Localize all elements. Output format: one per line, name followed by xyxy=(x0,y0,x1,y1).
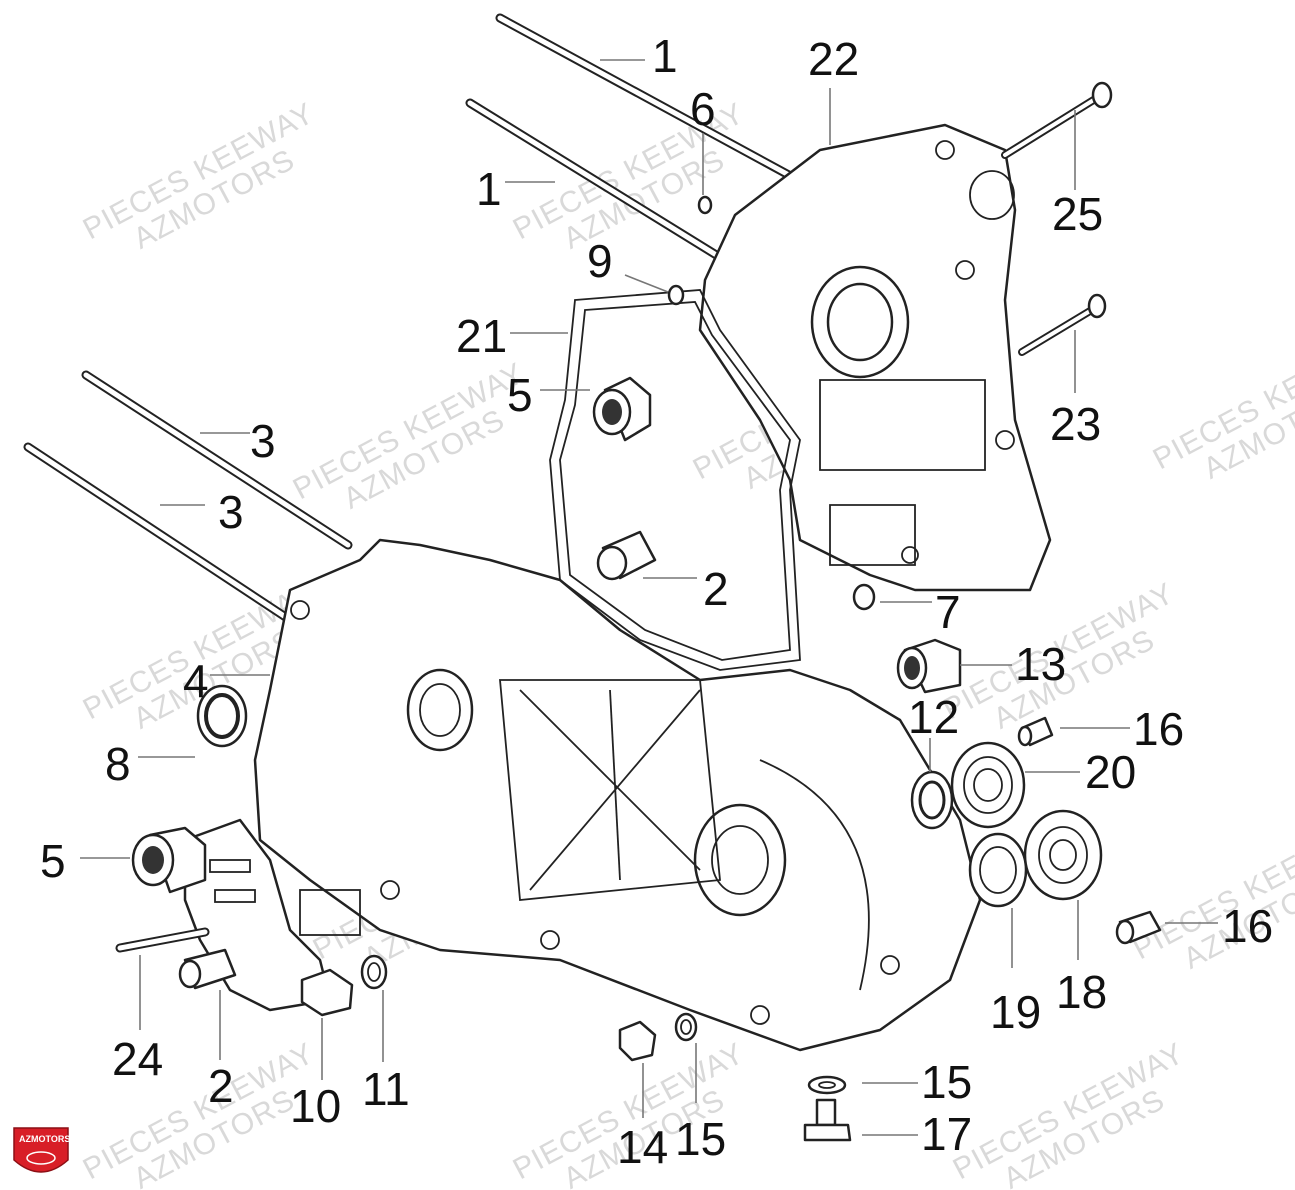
callout-23: 23 xyxy=(1050,398,1101,450)
callout-17: 17 xyxy=(921,1108,972,1160)
drain-bolt-10 xyxy=(300,968,354,1017)
callout-8: 8 xyxy=(105,738,131,790)
callout-15: 15 xyxy=(921,1056,972,1108)
callout-14: 14 xyxy=(617,1121,668,1173)
callout-2-upper: 2 xyxy=(703,563,729,615)
callout-12: 12 xyxy=(908,691,959,743)
callout-18: 18 xyxy=(1056,966,1107,1018)
callout-2-lower: 2 xyxy=(208,1060,234,1112)
callout-25: 25 xyxy=(1052,188,1103,240)
callout-16-lower: 16 xyxy=(1222,900,1273,952)
azmotors-logo: AZMOTORS xyxy=(13,1127,70,1173)
bearing-20 xyxy=(950,741,1026,829)
callout-7: 7 xyxy=(935,586,961,638)
callout-labels: 1 1 22 6 25 9 21 5 23 3 3 2 7 4 13 12 16… xyxy=(40,30,1273,1173)
oil-seal-12 xyxy=(910,770,954,830)
oil-seal-8 xyxy=(196,684,248,748)
right-crankcase-half xyxy=(698,123,1052,592)
dowel-pin-2-lower xyxy=(178,948,237,990)
leader-lines xyxy=(80,59,1218,1136)
callout-22: 22 xyxy=(808,33,859,85)
bolt-23 xyxy=(1018,293,1107,356)
dowel-pin-9 xyxy=(667,284,685,306)
stud-bolt-1b xyxy=(465,98,765,287)
drain-plug-17 xyxy=(803,1098,852,1142)
shield-icon xyxy=(13,1127,69,1173)
bushing-5-upper xyxy=(592,376,652,442)
callout-20: 20 xyxy=(1085,746,1136,798)
washer-15 xyxy=(807,1075,847,1095)
callout-21: 21 xyxy=(456,310,507,362)
logo-text: AZMOTORS xyxy=(19,1134,70,1144)
bushing-5-lower xyxy=(131,826,207,894)
dowel-pin-16-lower xyxy=(1115,910,1162,945)
dowel-pin-6 xyxy=(697,195,713,215)
callout-11: 11 xyxy=(362,1063,410,1115)
washer-11 xyxy=(360,954,388,990)
stud-bolt-1a xyxy=(495,13,825,197)
callout-13: 13 xyxy=(1015,638,1066,690)
callout-1-top: 1 xyxy=(652,30,678,82)
dowel-pin-2-upper xyxy=(596,530,657,581)
callout-3-upper: 3 xyxy=(250,415,276,467)
callout-6: 6 xyxy=(690,83,716,135)
stud-bolt-3a xyxy=(81,370,353,550)
callout-24: 24 xyxy=(112,1033,163,1085)
bolt-25 xyxy=(1001,81,1113,159)
washer-15-lower xyxy=(674,1012,698,1042)
callout-16-upper: 16 xyxy=(1133,703,1184,755)
callout-5-upper: 5 xyxy=(507,369,533,421)
callout-9: 9 xyxy=(587,235,613,287)
bolt-14 xyxy=(618,1020,657,1062)
bushing-13 xyxy=(896,638,962,694)
dowel-pin-7 xyxy=(852,583,876,611)
crankcase-gasket xyxy=(549,289,801,671)
callout-3-lower: 3 xyxy=(218,486,244,538)
callout-10: 10 xyxy=(290,1080,341,1132)
bearing-19 xyxy=(968,832,1028,908)
stud-bolt-3b xyxy=(23,442,295,625)
callout-19: 19 xyxy=(990,986,1041,1038)
bearing-18 xyxy=(1023,809,1103,901)
callout-4: 4 xyxy=(183,655,209,707)
callout-1-mid: 1 xyxy=(476,163,502,215)
pivot-pin-24 xyxy=(115,927,210,953)
dowel-pin-16-upper xyxy=(1017,716,1054,747)
callout-5-lower: 5 xyxy=(40,835,66,887)
callout-15-lower: 15 xyxy=(675,1113,726,1165)
